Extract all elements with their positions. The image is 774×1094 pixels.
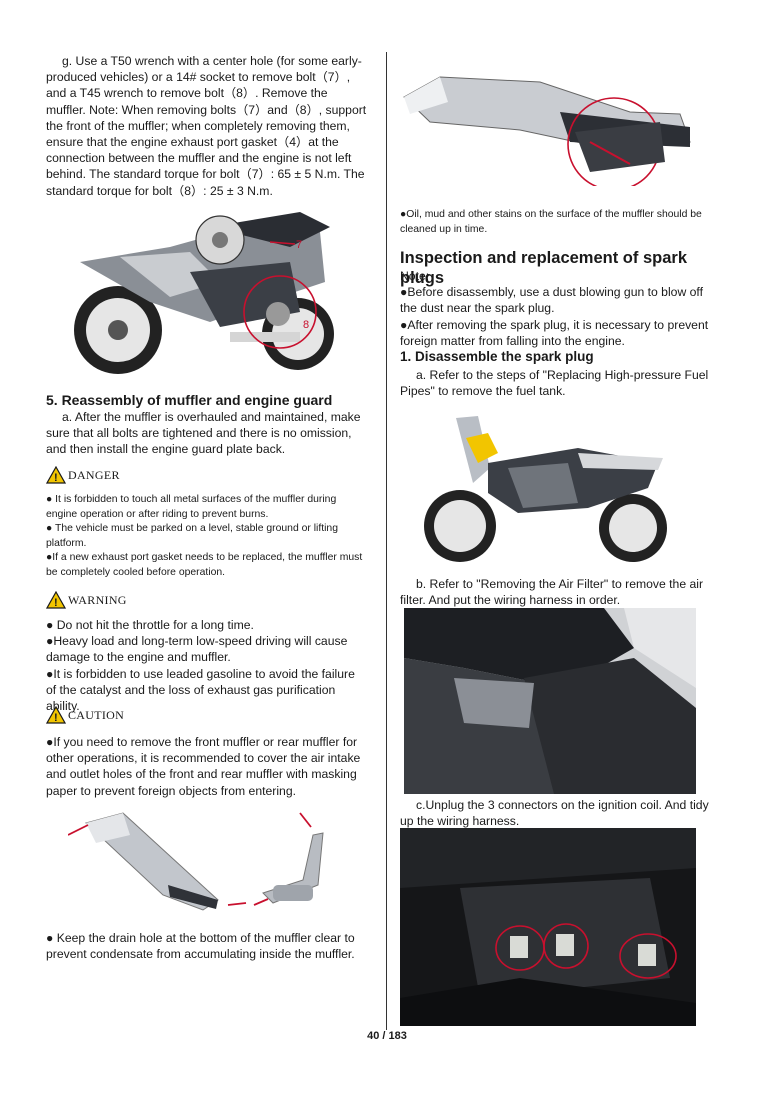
caution-label: CAUTION bbox=[68, 707, 125, 722]
danger-heading: ! DANGER bbox=[46, 466, 120, 484]
caution-text: ●If you need to remove the front muffler… bbox=[46, 735, 361, 798]
note-item: ●After removing the spark plug, it is ne… bbox=[400, 317, 709, 348]
danger-label: DANGER bbox=[68, 467, 120, 482]
step-g-text: g. Use a T50 wrench with a center hole (… bbox=[46, 54, 367, 198]
warning-triangle-icon: ! bbox=[46, 466, 66, 484]
svg-text:!: ! bbox=[54, 597, 58, 609]
warning-item: ●It is forbidden to use leaded gasoline … bbox=[46, 666, 355, 714]
warning-list: ● Do not hit the throttle for a long tim… bbox=[46, 617, 368, 714]
ignition-coil-image bbox=[400, 828, 696, 1026]
svg-text:!: ! bbox=[54, 712, 58, 724]
section-heading-reassembly: 5. Reassembly of muffler and engine guar… bbox=[46, 392, 333, 408]
muffler-removal-image: 7 8 bbox=[60, 202, 342, 384]
subsection-heading: 1. Disassemble the spark plug bbox=[400, 349, 594, 364]
spark-step-a: a. Refer to the steps of "Replacing High… bbox=[400, 368, 709, 399]
reassembly-step-a: a. After the muffler is overhauled and m… bbox=[46, 410, 361, 457]
page-number: 40 / 183 bbox=[367, 1030, 407, 1042]
warning-label: WARNING bbox=[68, 592, 127, 607]
column-divider bbox=[386, 52, 387, 1030]
svg-text:!: ! bbox=[54, 472, 58, 484]
warning-item: ● Do not hit the throttle for a long tim… bbox=[46, 618, 254, 632]
danger-list: ● It is forbidden to touch all metal sur… bbox=[46, 493, 368, 581]
note-item: ●Before disassembly, use a dust blowing … bbox=[400, 285, 703, 316]
drain-hole-note: ● Keep the drain hole at the bottom of t… bbox=[46, 931, 355, 962]
muffler-clean-note: ●Oil, mud and other stains on the surfac… bbox=[400, 209, 702, 235]
warning-heading: ! WARNING bbox=[46, 591, 127, 609]
bolt7-label: 7 bbox=[296, 239, 302, 251]
danger-item: ●If a new exhaust port gasket needs to b… bbox=[46, 552, 363, 578]
warning-item: ●Heavy load and long-term low-speed driv… bbox=[46, 634, 348, 665]
muffler-clean-image bbox=[400, 52, 696, 186]
spark-step-b: b. Refer to "Removing the Air Filter" to… bbox=[400, 577, 704, 608]
note-label: Note: bbox=[400, 269, 430, 283]
warning-triangle-icon: ! bbox=[46, 591, 66, 609]
air-filter-removed-image bbox=[404, 608, 696, 794]
danger-item: ● It is forbidden to touch all metal sur… bbox=[46, 494, 337, 520]
danger-item: ● The vehicle must be parked on a level,… bbox=[46, 523, 338, 549]
page-section-title: Inspection and replacement of spark plug… bbox=[400, 249, 687, 287]
bolt8-label: 8 bbox=[303, 319, 309, 331]
muffler-parts-image bbox=[68, 805, 330, 917]
motorcycle-image bbox=[418, 408, 670, 570]
caution-heading: ! CAUTION bbox=[46, 706, 124, 724]
spark-step-c: c.Unplug the 3 connectors on the ignitio… bbox=[400, 798, 709, 829]
note-block: Note: ●Before disassembly, use a dust bl… bbox=[400, 268, 722, 349]
warning-triangle-icon: ! bbox=[46, 706, 66, 724]
